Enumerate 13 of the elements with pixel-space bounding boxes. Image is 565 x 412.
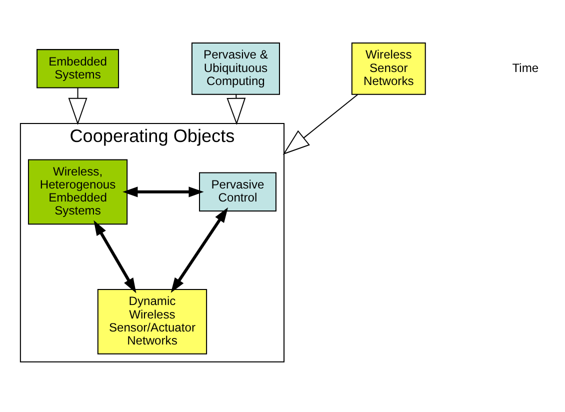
node-box: Wireless Sensor Networks xyxy=(351,42,426,94)
arrow xyxy=(68,87,88,125)
node-box: Wireless, Heterogenous Embedded Systems xyxy=(28,158,128,224)
arrow xyxy=(122,186,204,197)
arrow xyxy=(226,94,246,125)
node-box: Embedded Systems xyxy=(36,48,120,88)
label: Time xyxy=(512,60,539,74)
arrow xyxy=(94,220,136,293)
arrow xyxy=(282,94,358,154)
node-box: Pervasive & Ubiquituous Computing xyxy=(191,42,280,94)
arrow xyxy=(170,206,228,292)
node-box: Pervasive Control xyxy=(199,172,276,212)
node-box: Dynamic Wireless Sensor/Actuator Networks xyxy=(97,288,208,354)
